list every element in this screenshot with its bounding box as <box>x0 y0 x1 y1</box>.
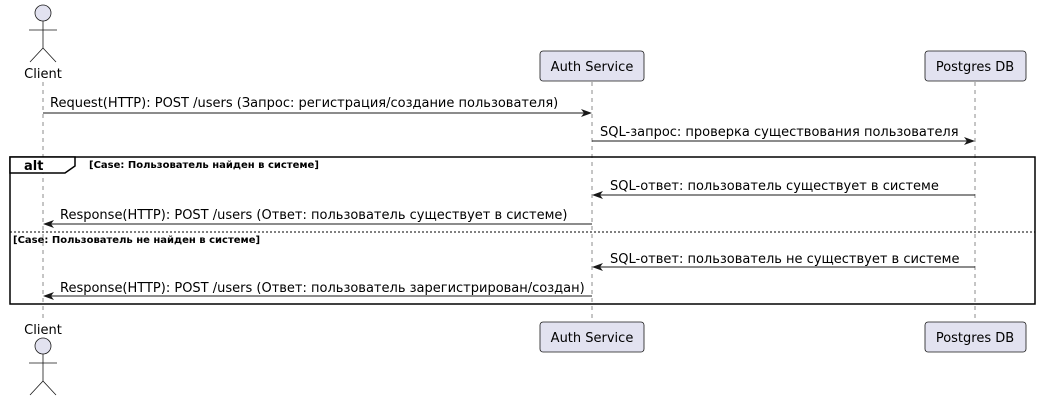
participant-auth-service-label: Auth Service <box>551 60 634 75</box>
actor-client-bottom[interactable]: Client <box>24 323 62 396</box>
svg-text:Response(HTTP): POST /users (О: Response(HTTP): POST /users (Ответ: поль… <box>60 208 567 223</box>
alt-guard-not-found: [Case: Пользователь не найден в системе] <box>13 235 260 246</box>
alt-frame: alt [Case: Пользователь найден в системе… <box>9 156 1036 305</box>
participant-postgres-db-bottom[interactable]: Postgres DB <box>924 321 1027 353</box>
participant-auth-service-bottom[interactable]: Auth Service <box>539 321 645 353</box>
actor-head-icon <box>34 337 52 355</box>
participant-auth-service-label: Auth Service <box>551 331 634 346</box>
message-sql-query: SQL-запрос: проверка существования польз… <box>592 125 975 145</box>
message-request: Request(HTTP): POST /users (Запрос: реги… <box>43 96 592 117</box>
participant-postgres-db-top[interactable]: Postgres DB <box>924 50 1027 82</box>
svg-text:SQL-запрос: проверка существов: SQL-запрос: проверка существования польз… <box>600 125 959 140</box>
participant-client-label: Client <box>24 323 62 338</box>
svg-text:SQL-ответ: пользователь сущест: SQL-ответ: пользователь существует в сис… <box>610 179 939 194</box>
alt-keyword: alt <box>24 159 43 174</box>
message-response-created: Response(HTTP): POST /users (Ответ: поль… <box>43 281 592 300</box>
message-response-exists: Response(HTTP): POST /users (Ответ: поль… <box>43 208 592 228</box>
actor-client-top[interactable]: Client <box>24 4 62 82</box>
svg-text:SQL-ответ: пользователь не сущ: SQL-ответ: пользователь не существует в … <box>610 252 959 267</box>
participant-postgres-db-label: Postgres DB <box>936 60 1014 75</box>
participant-auth-service-top[interactable]: Auth Service <box>539 50 645 82</box>
participant-client-label: Client <box>24 67 62 82</box>
message-sql-response-exists: SQL-ответ: пользователь существует в сис… <box>592 179 975 199</box>
alt-guard-found: [Case: Пользователь найден в системе] <box>89 160 319 171</box>
svg-text:Response(HTTP): POST /users (О: Response(HTTP): POST /users (Ответ: поль… <box>60 281 585 296</box>
participant-postgres-db-label: Postgres DB <box>936 331 1014 346</box>
actor-head-icon <box>34 4 52 22</box>
svg-text:Request(HTTP): POST /users (За: Request(HTTP): POST /users (Запрос: реги… <box>50 96 558 111</box>
message-sql-response-not-exists: SQL-ответ: пользователь не существует в … <box>592 252 975 271</box>
